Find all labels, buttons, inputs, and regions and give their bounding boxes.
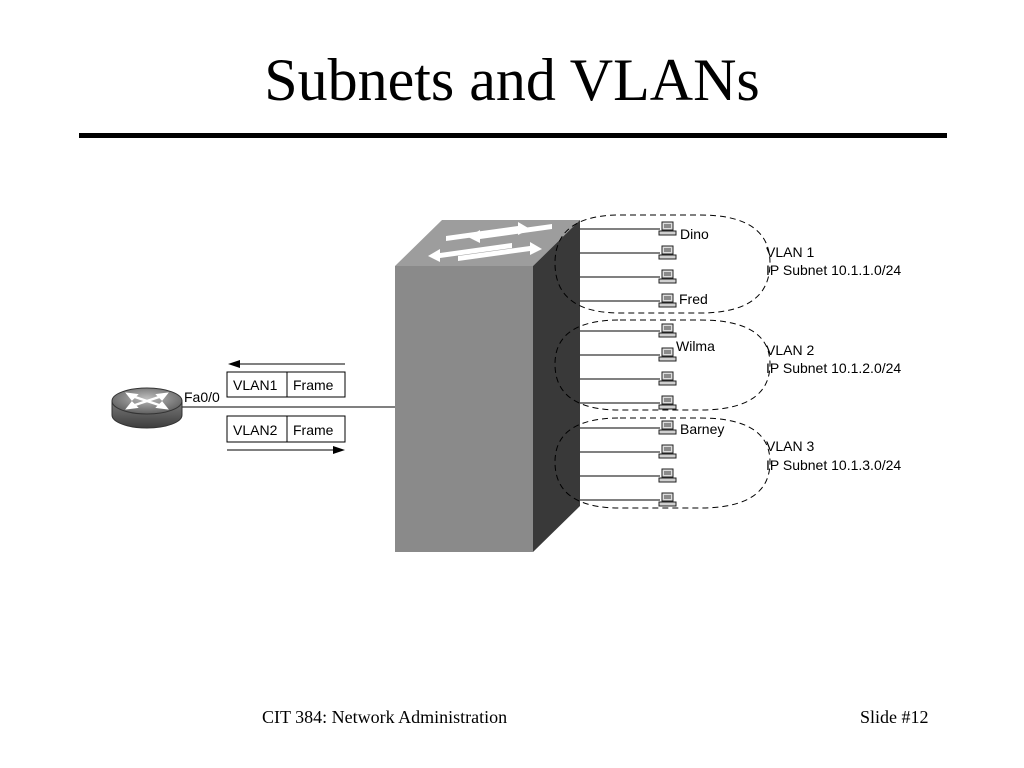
- pc-icon: [658, 420, 677, 435]
- vlan1-name: VLAN 1: [766, 244, 814, 260]
- vlan2-hosts: Wilma: [658, 323, 715, 410]
- pc-icon: [658, 371, 677, 386]
- frame-vlan1: VLAN1 Frame: [226, 360, 346, 398]
- vlan2-name: VLAN 2: [766, 342, 814, 358]
- host-label-dino: Dino: [680, 226, 709, 242]
- router-icon: [111, 387, 183, 429]
- pc-icon: [658, 323, 677, 338]
- vlan2-boundary: [554, 319, 771, 411]
- pc-icon: [658, 395, 677, 410]
- pc-icon: [658, 293, 677, 308]
- host-links: [580, 228, 660, 501]
- vlan3-name: VLAN 3: [766, 438, 814, 454]
- pc-icon: [658, 347, 677, 362]
- switch-icon: [395, 220, 580, 552]
- pc-icon: [658, 269, 677, 284]
- router-interface-label: Fa0/0: [184, 389, 220, 405]
- vlan1-subnet: IP Subnet 10.1.1.0/24: [766, 262, 901, 278]
- slide-title: Subnets and VLANs: [264, 47, 760, 113]
- frame-payload: Frame: [293, 422, 334, 438]
- frame-vlan-tag: VLAN1: [233, 377, 278, 393]
- pc-icon: [658, 468, 677, 483]
- pc-icon: [658, 444, 677, 459]
- pc-icon: [658, 221, 677, 236]
- frame-vlan-tag: VLAN2: [233, 422, 278, 438]
- vlan3-subnet: IP Subnet 10.1.3.0/24: [766, 457, 901, 473]
- host-label-wilma: Wilma: [676, 338, 715, 354]
- vlan3-hosts: Barney: [658, 420, 724, 507]
- vlan3-boundary: [554, 417, 771, 509]
- frame-vlan2: VLAN2 Frame: [226, 415, 346, 454]
- vlan2-subnet: IP Subnet 10.1.2.0/24: [766, 360, 901, 376]
- vlan1-boundary: [554, 214, 771, 314]
- title-divider: [79, 133, 947, 138]
- footer-slide-number: Slide #12: [860, 707, 929, 727]
- pc-icon: [658, 492, 677, 507]
- host-label-fred: Fred: [679, 291, 708, 307]
- frame-payload: Frame: [293, 377, 334, 393]
- host-label-barney: Barney: [680, 421, 724, 437]
- vlan1-hosts: Dino Fred: [658, 221, 709, 308]
- footer-course: CIT 384: Network Administration: [262, 707, 508, 727]
- pc-icon: [658, 245, 677, 260]
